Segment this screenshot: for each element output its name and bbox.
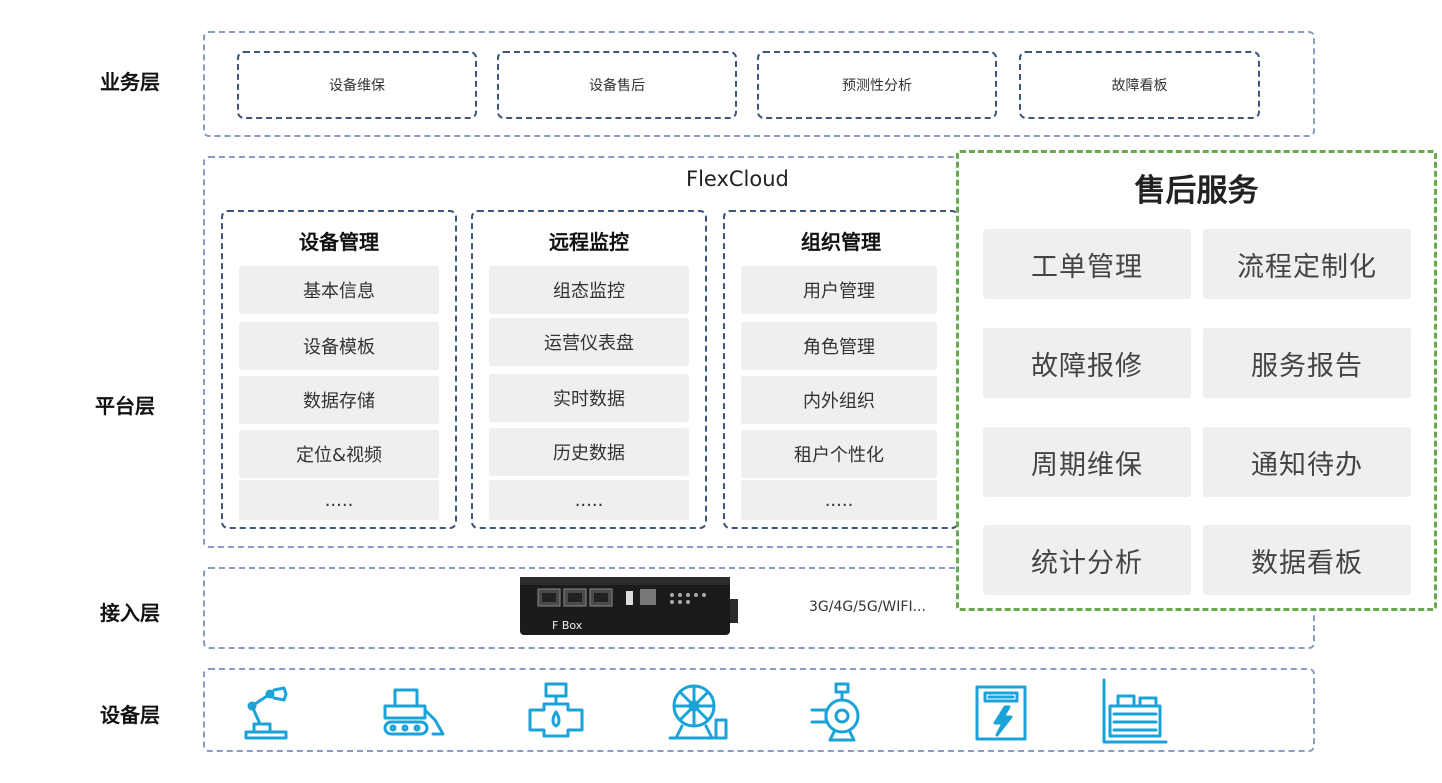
robot-arm-icon: [240, 680, 304, 744]
fbox-device-graphic: [520, 577, 738, 635]
column-title: 组织管理: [801, 230, 881, 254]
wind-turbine-icon: [666, 680, 730, 744]
access-layer-label: 接入层: [100, 601, 160, 625]
platform-item: .....: [741, 480, 937, 520]
service-item-fault-report: 故障报修: [983, 328, 1191, 398]
platform-item: 基本信息: [239, 266, 439, 314]
platform-item: 设备模板: [239, 322, 439, 370]
platform-item: 角色管理: [741, 322, 937, 370]
service-title: 售后服务: [1134, 173, 1259, 209]
electric-cabinet-icon: [971, 681, 1035, 745]
service-item-notifications-todo: 通知待办: [1203, 427, 1411, 497]
service-item-service-report: 服务报告: [1203, 328, 1411, 398]
platform-item: 组态监控: [489, 266, 689, 314]
platform-item: 历史数据: [489, 428, 689, 476]
valve-icon: [524, 680, 588, 744]
platform-item: .....: [489, 480, 689, 520]
business-item-maintenance: 设备维保: [237, 51, 477, 119]
network-types: 3G/4G/5G/WIFI...: [809, 599, 926, 615]
column-title: 设备管理: [299, 230, 379, 254]
service-item-data-board: 数据看板: [1203, 525, 1411, 595]
platform-title: FlexCloud: [686, 167, 789, 191]
device-layer-label: 设备层: [100, 703, 160, 727]
fbox-label: F Box: [552, 619, 583, 632]
platform-item: .....: [239, 480, 439, 520]
column-organization-management: 组织管理 用户管理 角色管理 内外组织 租户个性化 .....: [723, 210, 959, 529]
platform-item: 租户个性化: [741, 430, 937, 478]
column-title: 远程监控: [549, 230, 629, 254]
business-layer-label: 业务层: [100, 70, 160, 94]
pump-icon: [808, 680, 872, 744]
service-item-work-order: 工单管理: [983, 229, 1191, 299]
column-remote-monitoring: 远程监控 组态监控 运营仪表盘 实时数据 历史数据 .....: [471, 210, 707, 529]
platform-item: 内外组织: [741, 376, 937, 424]
platform-item: 数据存储: [239, 376, 439, 424]
platform-item: 运营仪表盘: [489, 318, 689, 366]
after-sales-service-panel: 售后服务 工单管理 流程定制化 故障报修 服务报告 周期维保 通知待办 统计分析…: [956, 150, 1437, 611]
service-item-periodic-maintenance: 周期维保: [983, 427, 1191, 497]
platform-item: 定位&视频: [239, 430, 439, 478]
fbox-device: F Box: [520, 575, 738, 637]
column-device-management: 设备管理 基本信息 设备模板 数据存储 定位&视频 .....: [221, 210, 457, 529]
service-item-statistics: 统计分析: [983, 525, 1191, 595]
device-layer-frame: [203, 668, 1315, 752]
business-item-after-sales: 设备售后: [497, 51, 737, 119]
platform-layer-label: 平台层: [95, 394, 155, 418]
business-item-fault-board: 故障看板: [1019, 51, 1260, 119]
industrial-machine-icon: [1100, 676, 1172, 748]
bulldozer-icon: [381, 680, 445, 744]
platform-item: 用户管理: [741, 266, 937, 314]
business-item-predictive-analysis: 预测性分析: [757, 51, 997, 119]
service-item-process-customization: 流程定制化: [1203, 229, 1411, 299]
business-layer-frame: [203, 31, 1315, 137]
platform-item: 实时数据: [489, 374, 689, 422]
